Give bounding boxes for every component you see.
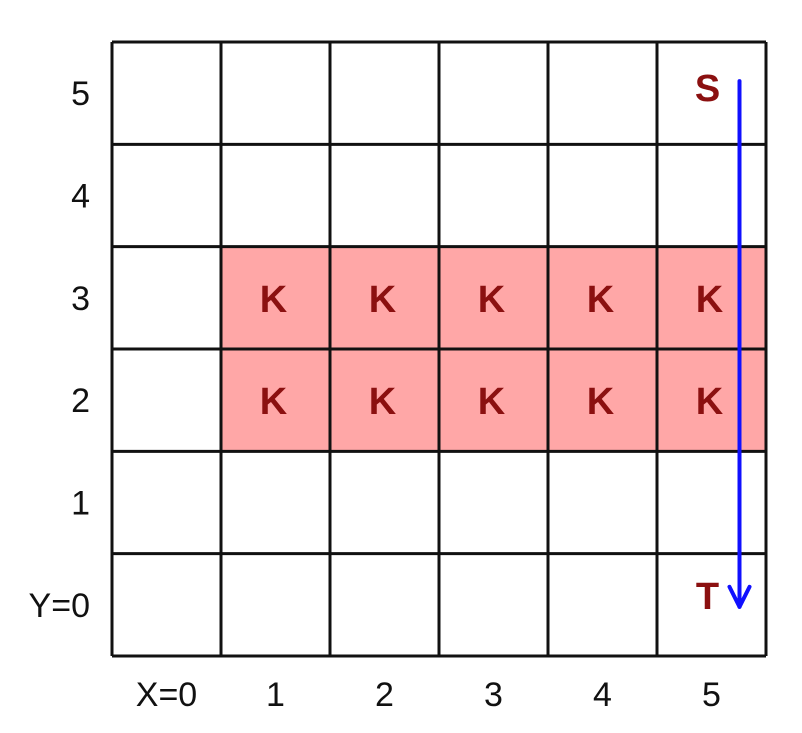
path-arrow — [727, 79, 752, 609]
cell-labels: K K K K K K K K K K — [260, 279, 724, 423]
cell-label-4-3: K — [587, 279, 615, 321]
highlight-cell-1-3 — [221, 246, 330, 349]
highlight-cell-5-3 — [657, 246, 766, 349]
start-marker: S — [695, 68, 720, 110]
cell-label-3-2: K — [478, 381, 506, 423]
x-axis-label-5: 5 — [702, 676, 721, 714]
cell-label-5-3: K — [696, 279, 724, 321]
highlight-cell-1-2 — [221, 349, 330, 452]
x-axis-label-2: 2 — [375, 676, 394, 714]
y-axis-label-5: 5 — [71, 75, 90, 113]
highlight-cell-5-2 — [657, 349, 766, 452]
y-axis-label-3: 3 — [71, 280, 90, 318]
highlight-cell-4-3 — [548, 246, 657, 349]
x-axis-label-0: X=0 — [136, 676, 197, 714]
x-axis-label-3: 3 — [484, 676, 503, 714]
highlight-cell-2-3 — [330, 246, 439, 349]
y-axis-label-1: 1 — [71, 485, 90, 523]
highlight-cell-3-2 — [439, 349, 548, 452]
target-marker: T — [696, 576, 719, 618]
y-axis-label-4: 4 — [71, 178, 90, 216]
cell-label-2-2: K — [369, 381, 397, 423]
x-axis-label-4: 4 — [593, 676, 612, 714]
highlight-cell-2-2 — [330, 349, 439, 452]
cell-label-3-3: K — [478, 279, 506, 321]
cell-label-2-3: K — [369, 279, 397, 321]
cell-label-4-2: K — [587, 381, 615, 423]
y-axis-label-0: Y=0 — [29, 587, 90, 625]
x-axis-label-1: 1 — [266, 676, 285, 714]
markers: ST — [695, 68, 720, 618]
highlight-layer — [221, 246, 766, 452]
highlight-cell-3-3 — [439, 246, 548, 349]
grid-lines — [110, 40, 768, 658]
highlight-cell-4-2 — [548, 349, 657, 452]
y-axis-label-2: 2 — [71, 382, 90, 420]
cell-label-1-2: K — [260, 381, 288, 423]
cell-label-5-2: K — [696, 381, 724, 423]
path-arrow-head — [727, 584, 752, 609]
cell-label-1-3: K — [260, 279, 288, 321]
